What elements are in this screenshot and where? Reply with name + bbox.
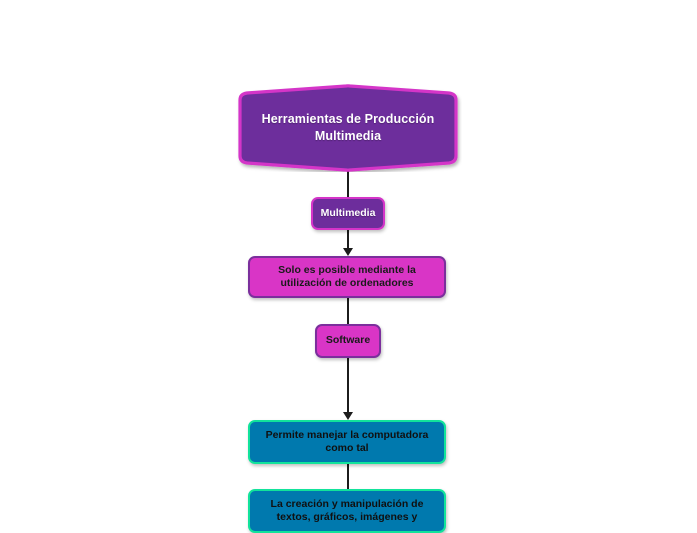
hexagon-shape-icon xyxy=(238,84,458,172)
node-permite-manejar[interactable]: Permite manejar la computadora como tal xyxy=(248,420,446,464)
edge-line xyxy=(347,298,349,324)
edge-root-to-multimedia xyxy=(347,171,349,199)
arrowhead-down-icon xyxy=(343,412,353,420)
node-software-label: Software xyxy=(325,334,371,347)
node-solo-es-posible-label-line2: utilización de ordenadores xyxy=(280,277,414,289)
node-multimedia[interactable]: Multimedia xyxy=(311,197,385,230)
edge-line xyxy=(347,464,349,490)
edge-line xyxy=(347,229,349,250)
node-la-creacion-label-line2: textos, gráficos, imágenes y xyxy=(276,511,418,523)
edge-software-to-permite xyxy=(343,358,353,420)
node-la-creacion-label-line1: La creación y manipulación de xyxy=(270,497,424,510)
diagram-canvas: Herramientas de Producción Multimedia Mu… xyxy=(234,84,462,533)
edge-line xyxy=(347,171,349,199)
node-permite-manejar-label-line2: como tal xyxy=(325,442,369,454)
node-permite-manejar-label-line1: Permite manejar la computadora xyxy=(265,428,429,441)
node-multimedia-label: Multimedia xyxy=(320,206,376,219)
edge-permite-to-creacion xyxy=(347,464,349,490)
edge-multimedia-to-solo xyxy=(343,229,353,256)
edge-line xyxy=(347,358,349,414)
node-la-creacion[interactable]: La creación y manipulación de textos, gr… xyxy=(248,489,446,533)
node-software[interactable]: Software xyxy=(315,324,381,358)
node-solo-es-posible[interactable]: Solo es posible mediante la utilización … xyxy=(248,256,446,298)
arrowhead-down-icon xyxy=(343,248,353,256)
node-solo-es-posible-label-line1: Solo es posible mediante la xyxy=(278,263,416,276)
node-root-hexagon[interactable]: Herramientas de Producción Multimedia xyxy=(234,84,462,172)
edge-solo-to-software xyxy=(347,298,349,324)
